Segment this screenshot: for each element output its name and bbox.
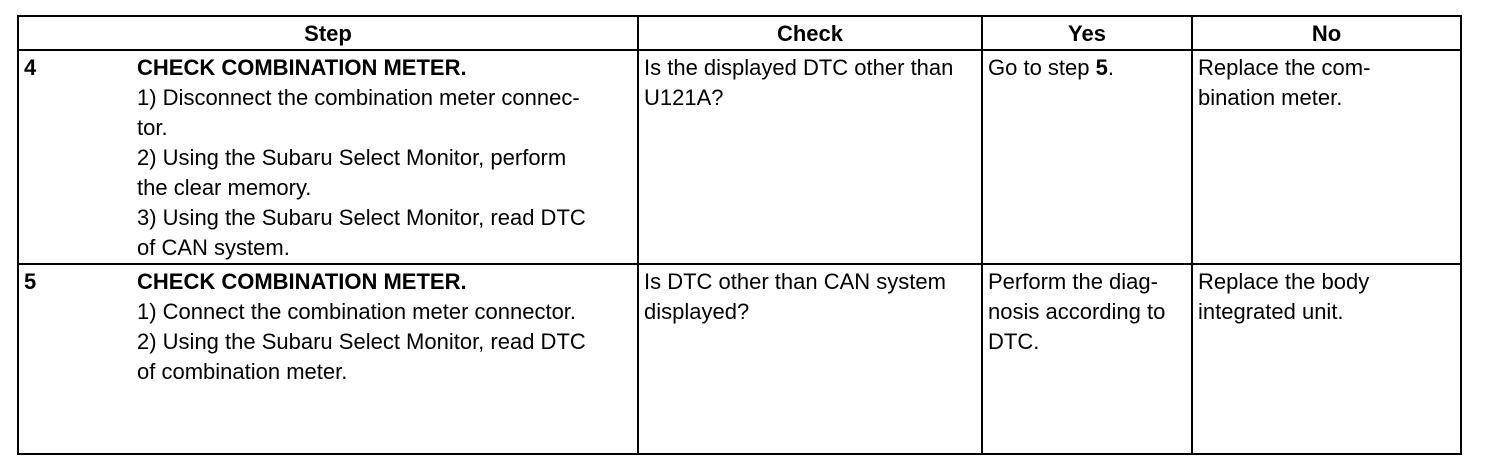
no-line: integrated unit. <box>1198 299 1344 324</box>
check-line: displayed? <box>644 299 750 324</box>
step-description: CHECK COMBINATION METER. 1) Connect the … <box>132 263 639 455</box>
step-number: 4 <box>17 49 132 265</box>
step-title: CHECK COMBINATION METER. <box>137 55 467 80</box>
step-line: of CAN system. <box>137 235 290 260</box>
step-title: CHECK COMBINATION METER. <box>137 269 467 294</box>
step-line: 1) Connect the combination meter connect… <box>137 299 577 324</box>
step-number: 5 <box>17 263 132 455</box>
check-line: Is the displayed DTC other than <box>644 55 954 80</box>
no-cell: Replace the com- bination meter. <box>1191 49 1462 265</box>
step-line: of combination meter. <box>137 359 348 384</box>
no-line: bination meter. <box>1198 85 1343 110</box>
step-description: CHECK COMBINATION METER. 1) Disconnect t… <box>132 49 639 265</box>
check-cell: Is the displayed DTC other than U121A? <box>637 49 983 265</box>
no-cell: Replace the body integrated unit. <box>1191 263 1462 455</box>
no-line: Replace the body <box>1198 269 1370 294</box>
check-cell: Is DTC other than CAN system displayed? <box>637 263 983 455</box>
table-row: 5 CHECK COMBINATION METER. 1) Connect th… <box>17 263 1462 455</box>
yes-line: DTC. <box>988 329 1040 354</box>
diagnostic-table: Step Check Yes No 4 CHECK COMBINATION ME… <box>17 15 1462 455</box>
yes-line: Perform the diag- <box>988 269 1158 294</box>
step-line: the clear memory. <box>137 175 312 200</box>
step-line: 3) Using the Subaru Select Monitor, read… <box>137 205 586 230</box>
table-row: 4 CHECK COMBINATION METER. 1) Disconnect… <box>17 49 1462 265</box>
step-line: 2) Using the Subaru Select Monitor, read… <box>137 329 586 354</box>
yes-suffix: . <box>1107 55 1114 80</box>
yes-cell: Perform the diag- nosis according to DTC… <box>981 263 1193 455</box>
yes-line: nosis according to <box>988 299 1166 324</box>
header-step: Step <box>17 15 639 51</box>
header-row: Step Check Yes No <box>17 15 1462 51</box>
step-line: 2) Using the Subaru Select Monitor, perf… <box>137 145 567 170</box>
step-line: tor. <box>137 115 168 140</box>
step-line: 1) Disconnect the combination meter conn… <box>137 85 580 110</box>
check-line: Is DTC other than CAN system <box>644 269 946 294</box>
yes-step-link: 5 <box>1095 55 1108 80</box>
yes-text: Go to step <box>988 55 1096 80</box>
header-yes: Yes <box>981 15 1193 51</box>
header-check: Check <box>637 15 983 51</box>
no-line: Replace the com- <box>1198 55 1371 80</box>
check-line: U121A? <box>644 85 724 110</box>
yes-cell: Go to step 5. <box>981 49 1193 265</box>
header-no: No <box>1191 15 1462 51</box>
